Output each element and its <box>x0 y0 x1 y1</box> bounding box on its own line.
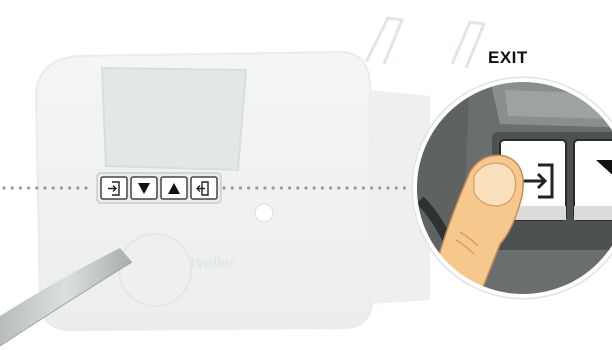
guide-dot <box>27 186 31 190</box>
guide-dot <box>329 186 333 190</box>
guide-dot <box>370 186 374 190</box>
guide-dot <box>263 186 267 190</box>
guide-dot <box>279 186 283 190</box>
cable <box>0 248 132 346</box>
zoom-callout <box>411 76 612 300</box>
guide-dot <box>386 186 390 190</box>
guide-dot <box>271 186 275 190</box>
guide-dot <box>296 186 300 190</box>
guide-dot <box>288 186 292 190</box>
button-strip <box>96 172 222 204</box>
guide-dot <box>255 186 259 190</box>
arrow-up-icon <box>168 183 180 194</box>
enter-button[interactable] <box>100 176 128 200</box>
guide-dot <box>361 186 365 190</box>
guide-dot <box>222 186 226 190</box>
down-button[interactable] <box>130 176 158 200</box>
socket <box>254 203 274 223</box>
guide-dot <box>247 186 251 190</box>
guide-dot <box>43 186 47 190</box>
guide-dot <box>230 186 234 190</box>
guide-dot <box>76 186 80 190</box>
holder-clips <box>364 16 487 69</box>
connector-ring <box>118 233 192 307</box>
guide-dot <box>84 186 88 190</box>
enter-icon <box>108 181 120 196</box>
guide-dot <box>2 186 6 190</box>
guide-dot <box>68 186 72 190</box>
guide-dot <box>18 186 22 190</box>
guide-dot <box>337 186 341 190</box>
guide-dot <box>10 186 14 190</box>
guide-dot <box>312 186 316 190</box>
arrow-down-icon <box>138 183 150 194</box>
brand-label: Weller <box>190 255 236 272</box>
guide-dot <box>320 186 324 190</box>
guide-dot <box>51 186 55 190</box>
guide-dot <box>353 186 357 190</box>
guide-dot <box>378 186 382 190</box>
arrow-down-icon <box>596 160 612 200</box>
up-button[interactable] <box>160 176 188 200</box>
zoom-down-key <box>573 139 612 221</box>
guide-dot <box>402 186 406 190</box>
enter-icon <box>523 163 554 199</box>
exit-button[interactable] <box>190 176 218 200</box>
exit-label: EXIT <box>488 48 528 67</box>
guide-dot <box>238 186 242 190</box>
display-screen <box>100 66 248 172</box>
guide-dot <box>304 186 308 190</box>
guide-dot <box>345 186 349 190</box>
guide-dot <box>394 186 398 190</box>
guide-dot <box>35 186 39 190</box>
exit-icon <box>196 181 209 196</box>
dotted-guide-line <box>2 186 406 190</box>
guide-dot <box>59 186 64 190</box>
